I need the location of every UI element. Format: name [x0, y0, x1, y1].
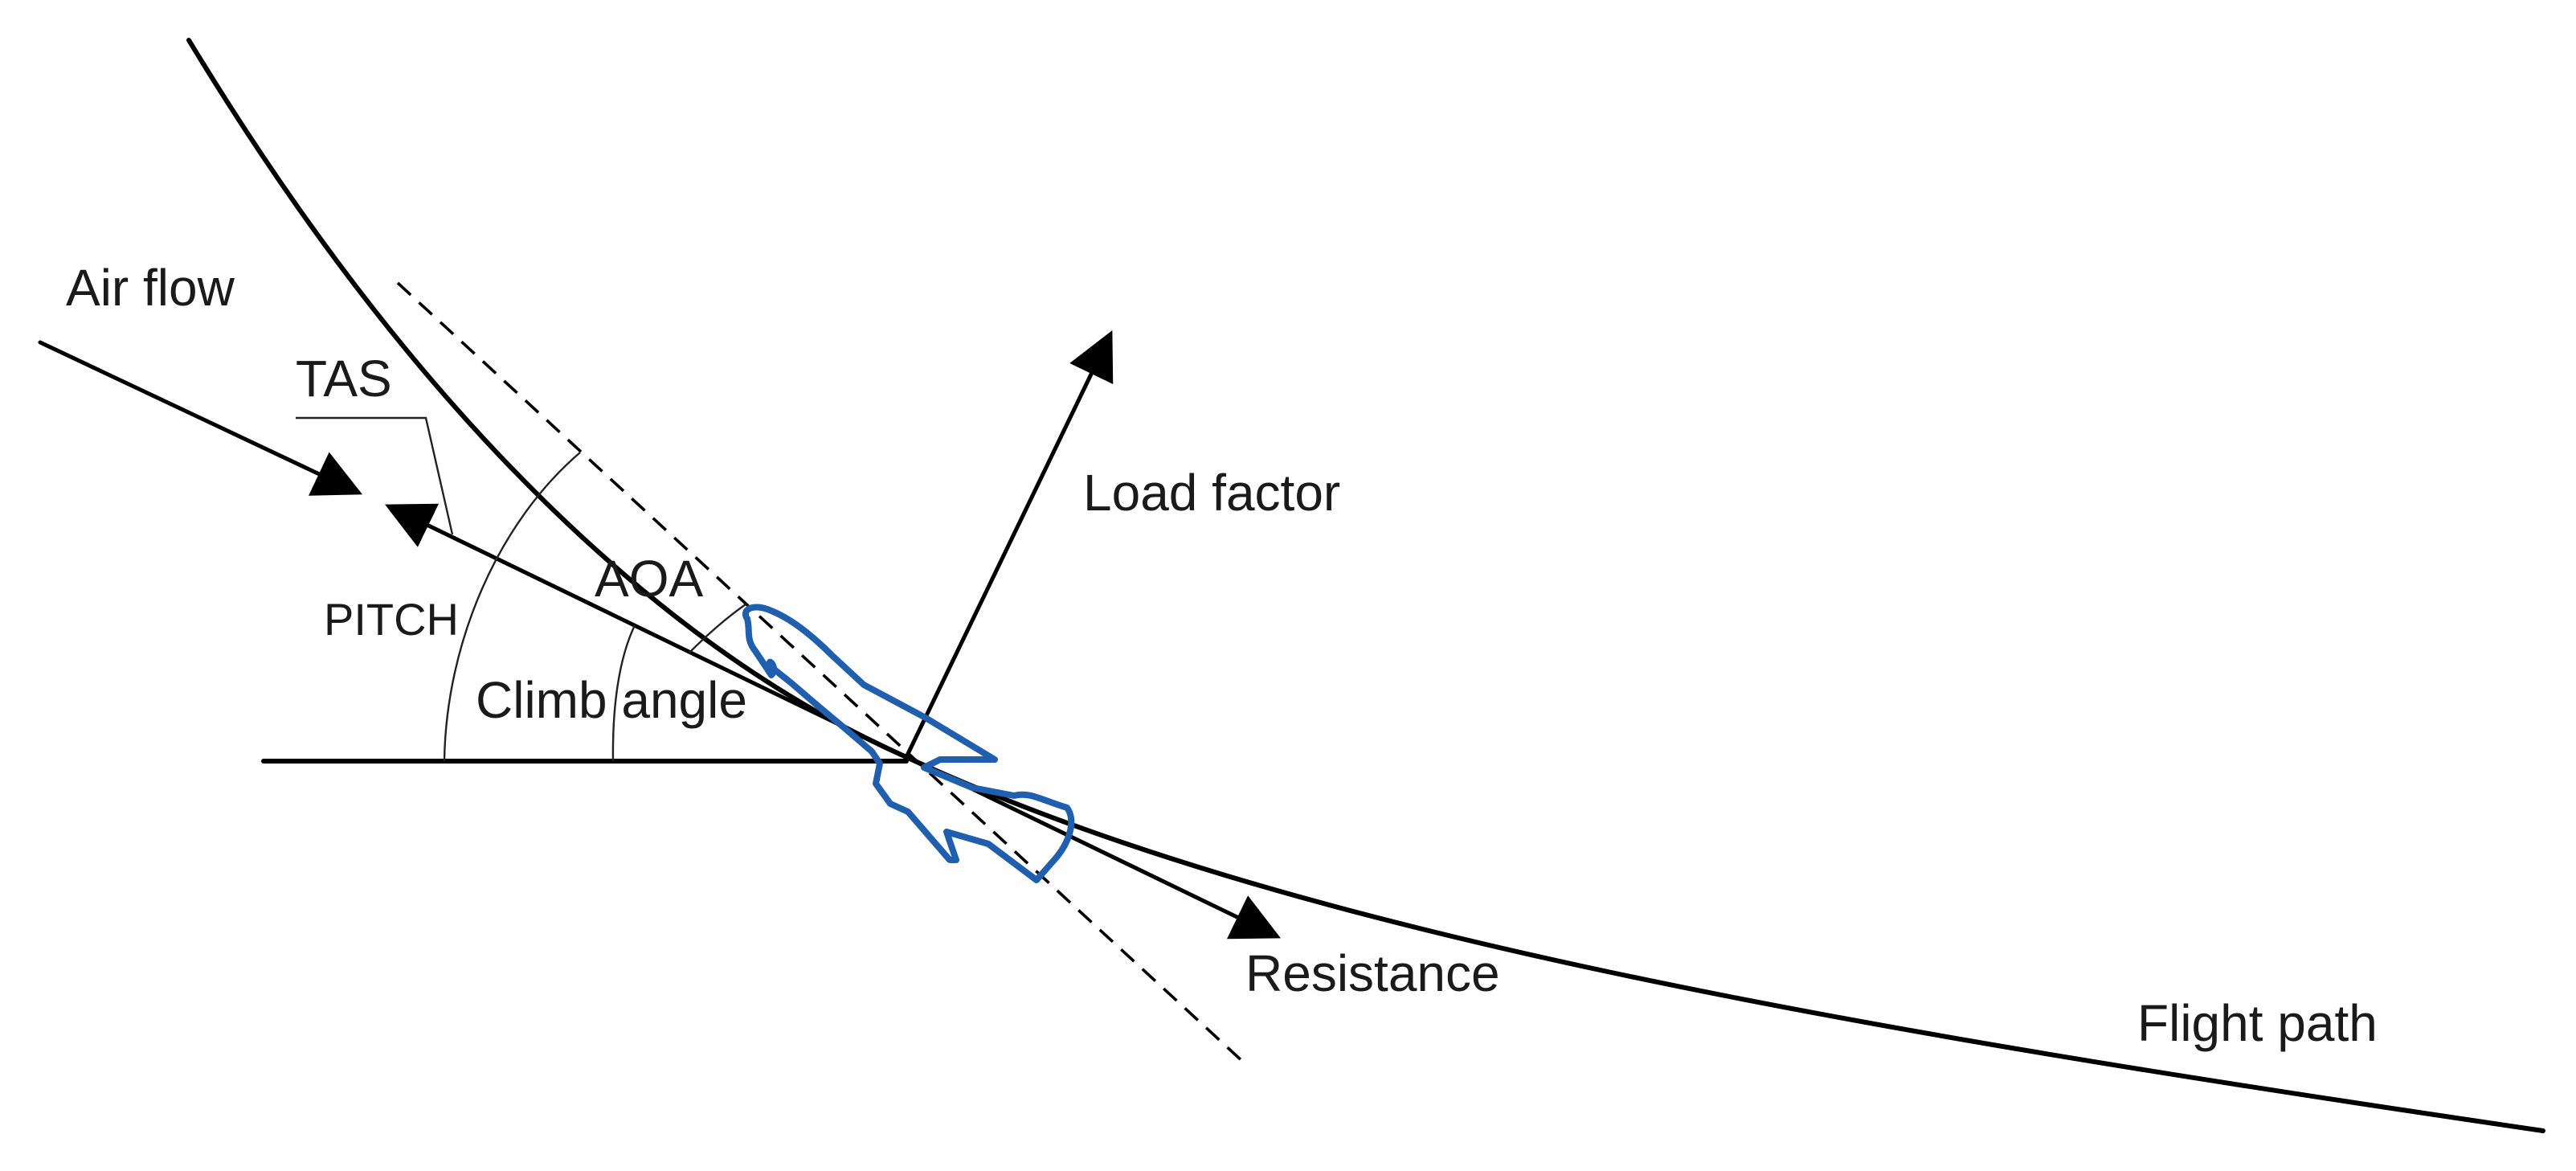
aoa-angle-arc [689, 604, 746, 653]
tas-label: TAS [296, 350, 392, 407]
tas-vector-arrow [385, 503, 909, 760]
aoa-label: AOA [595, 550, 703, 608]
load-factor-arrow [904, 330, 1114, 760]
airplane-outline-icon [742, 604, 1075, 883]
resistance-label: Resistance [1245, 944, 1500, 1002]
aircraft-axis-dashed-line [396, 281, 1245, 1064]
climb-angle-label: Climb angle [476, 671, 747, 729]
flight-path-label: Flight path [2137, 994, 2378, 1052]
pitch-label: PITCH [324, 594, 459, 645]
tas-leader-line [296, 416, 454, 535]
air-flow-arrow [38, 340, 363, 496]
load-factor-label: Load factor [1083, 464, 1340, 522]
climb-angle-arc [611, 624, 636, 762]
flight-path-curve [186, 38, 2545, 1133]
air-flow-label: Air flow [66, 259, 235, 317]
pitch-angle-arc [443, 452, 581, 762]
